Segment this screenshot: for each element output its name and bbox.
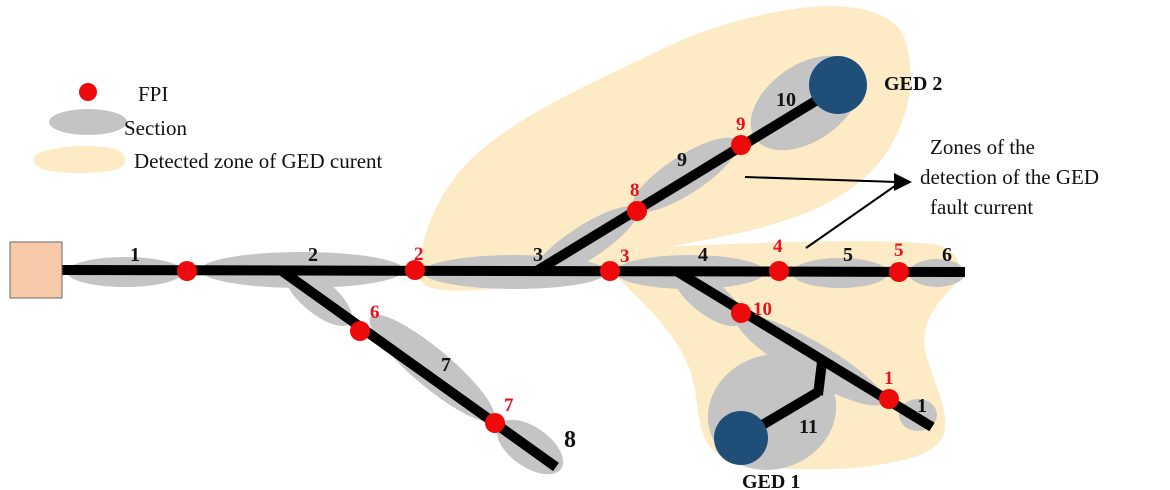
- fpi-marker-1: [177, 261, 197, 281]
- legend-fpi-label: FPI: [138, 82, 168, 106]
- annotation-line-3: fault current: [930, 195, 1033, 219]
- fpi-label-8: 8: [630, 180, 640, 201]
- section-label-8: 8: [564, 427, 576, 453]
- ged1-label: GED 1: [742, 471, 800, 490]
- branch-7-8-line: [279, 266, 559, 472]
- fpi-label-9: 9: [736, 114, 746, 135]
- annotation-line-2: detection of the GED: [920, 165, 1099, 189]
- fpi-label-10: 10: [753, 299, 772, 320]
- section-label-12: 1: [917, 395, 927, 417]
- branch-ged2-line: [532, 75, 853, 277]
- section-label-3: 3: [533, 244, 543, 266]
- fpi-label-4: 4: [773, 236, 783, 257]
- annotation-arrowhead-upper: [894, 173, 912, 191]
- fpi-marker-3: [600, 261, 620, 281]
- legend-zone-marker: [33, 146, 126, 174]
- fpi-marker-2: [405, 260, 425, 280]
- fpi-marker-5: [889, 262, 909, 282]
- main-feeder-line: [61, 265, 966, 277]
- legend-section-label: Section: [124, 116, 187, 140]
- fpi-label-3: 3: [620, 246, 630, 267]
- zone-annotation: Zones of the detection of the GED fault …: [744, 135, 1099, 249]
- fpi-label-6: 6: [370, 302, 380, 323]
- section-label-1: 1: [130, 244, 140, 266]
- legend-section-marker: [49, 109, 127, 135]
- source-substation: [9, 241, 63, 299]
- annotation-arrow-upper: [744, 176, 897, 183]
- fpi-labels: 1 2 3 4 5 6 7 8 9 10 1: [183, 114, 904, 416]
- annotation-line-1: Zones of the: [930, 135, 1035, 159]
- section-label-2: 2: [308, 244, 318, 266]
- legend-zone-label: Detected zone of GED curent: [134, 149, 383, 173]
- section-label-9: 9: [677, 149, 687, 171]
- section-label-11: 11: [799, 416, 818, 438]
- fpi-label-1: 1: [183, 259, 193, 280]
- ged2-unit: [809, 56, 867, 114]
- fpi-markers: [177, 135, 909, 433]
- fpi-label-7: 7: [504, 395, 514, 416]
- ged1-stub-line-v: [813, 361, 827, 396]
- section-label-7: 7: [441, 354, 451, 376]
- section-label-4: 4: [698, 244, 708, 266]
- fpi-marker-6: [350, 321, 370, 341]
- section-label-5: 5: [843, 244, 853, 266]
- fpi-label-11: 1: [884, 368, 894, 389]
- fpi-marker-8: [627, 201, 647, 221]
- fpi-label-2: 2: [414, 244, 424, 265]
- fpi-marker-11: [879, 389, 899, 409]
- fpi-marker-10: [731, 303, 751, 323]
- section-labels: 1 2 3 4 5 6 7 8 9 10 11 1: [130, 89, 952, 453]
- section-label-10: 10: [776, 89, 796, 111]
- section-label-6: 6: [942, 244, 952, 266]
- section-ellipse-10b: [735, 314, 885, 406]
- legend: FPI Section Detected zone of GED curent: [33, 82, 383, 174]
- fpi-marker-9: [731, 135, 751, 155]
- fpi-marker-7: [485, 413, 505, 433]
- fpi-label-5: 5: [894, 240, 904, 261]
- legend-fpi-marker: [79, 83, 97, 101]
- ged2-label: GED 2: [884, 73, 942, 95]
- ged1-unit: [714, 411, 768, 465]
- annotation-arrow-lower: [805, 180, 903, 249]
- fpi-marker-4: [769, 261, 789, 281]
